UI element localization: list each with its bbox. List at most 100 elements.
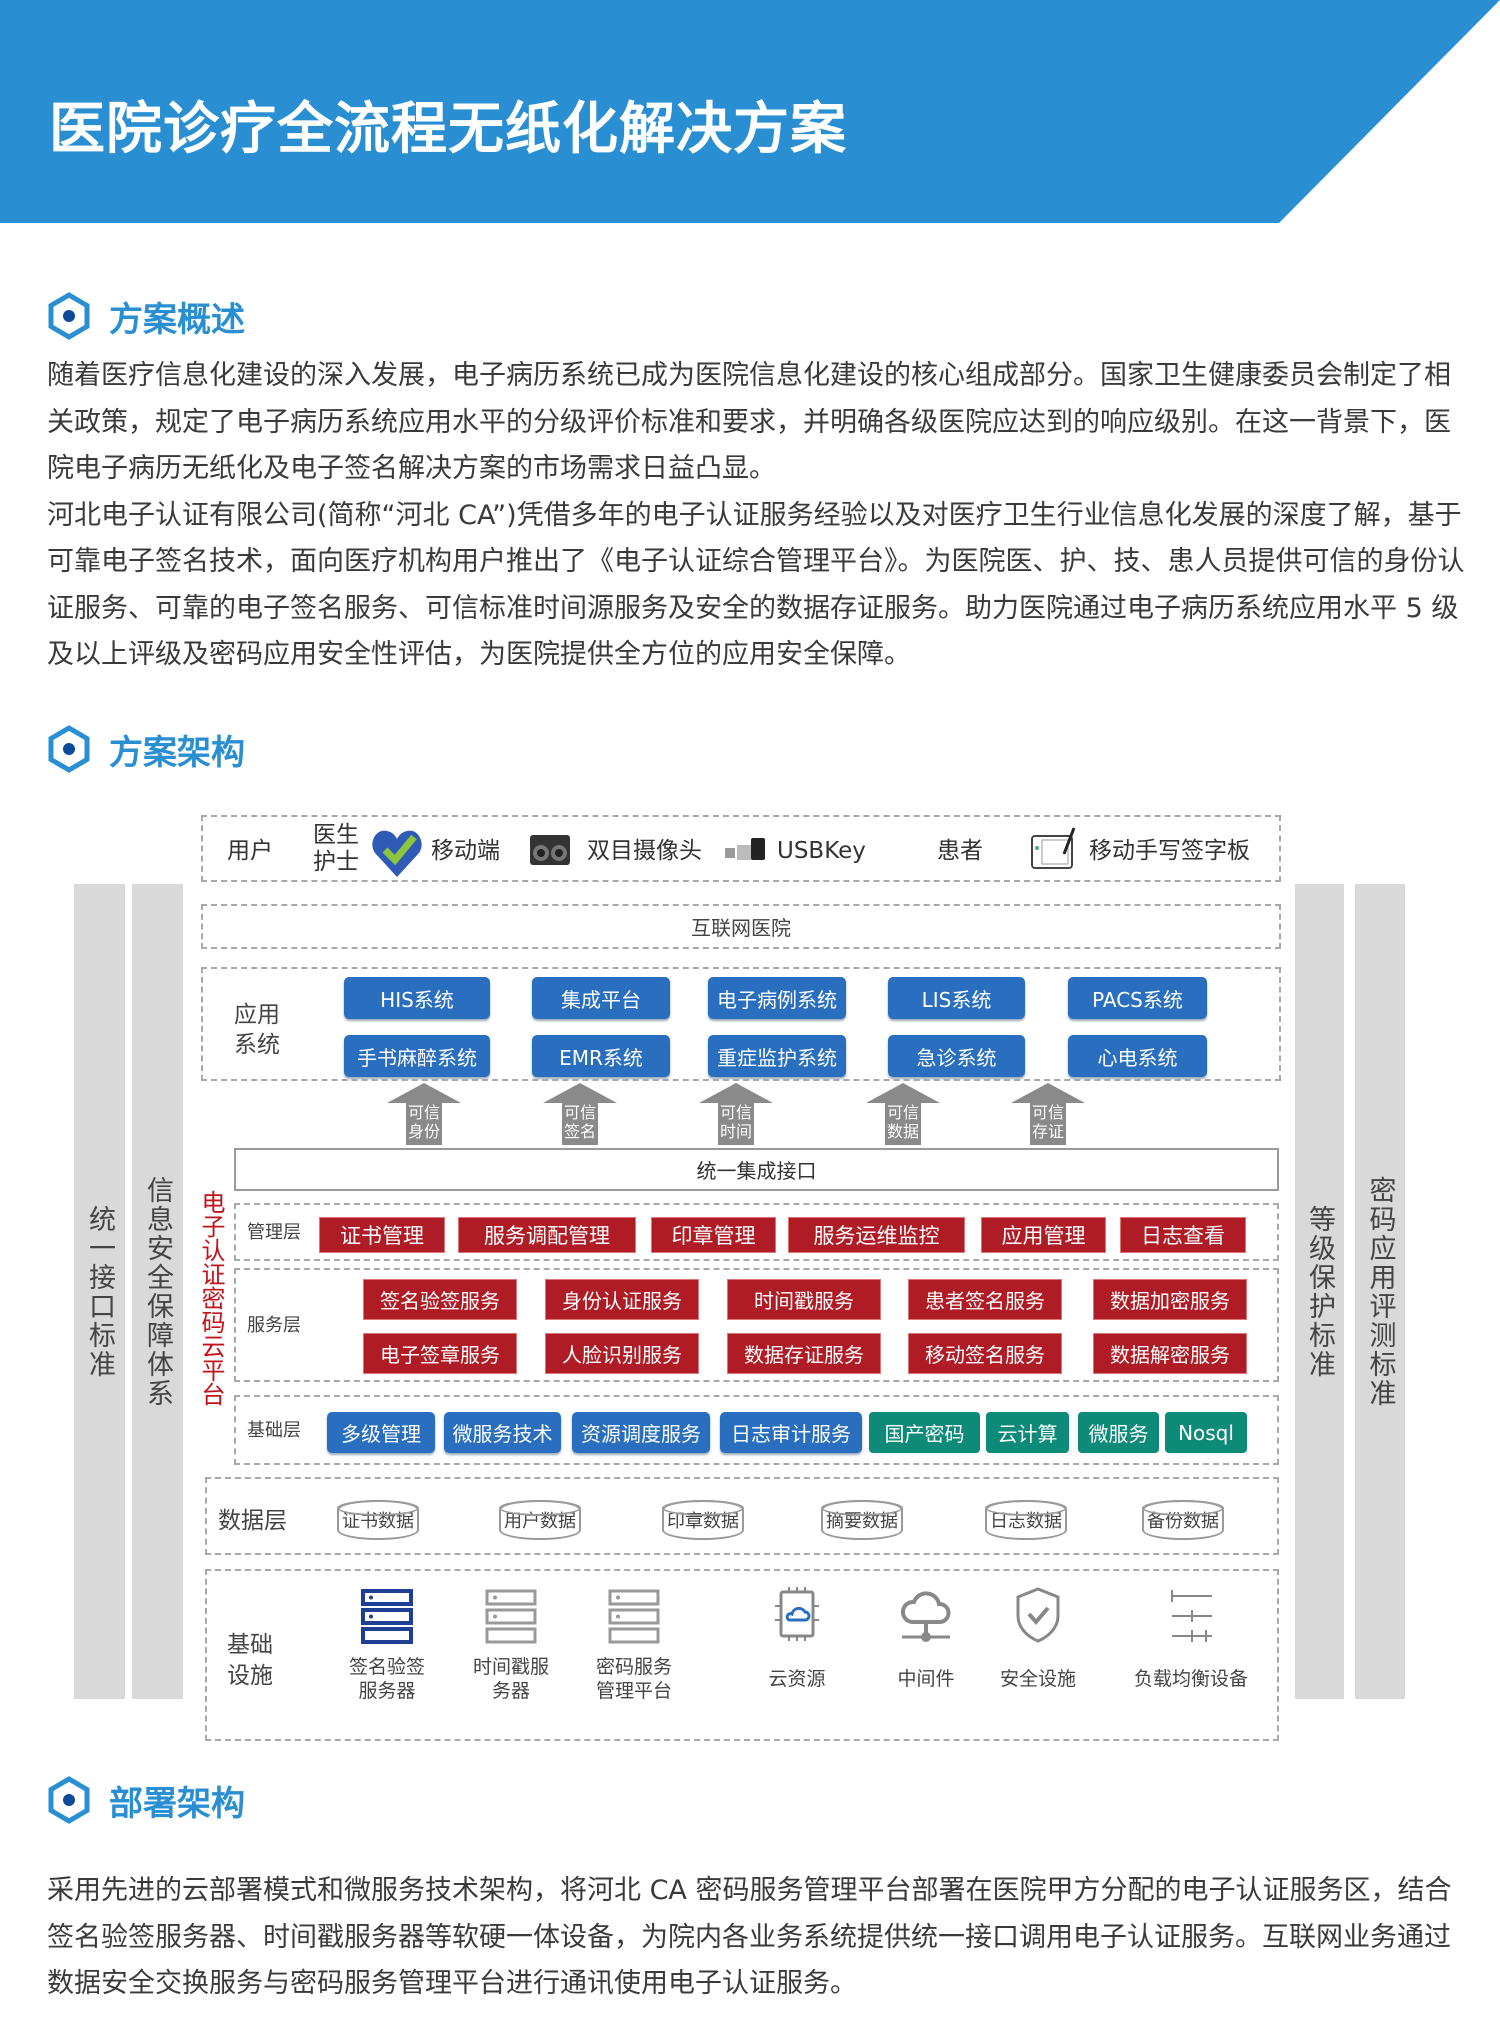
up-arrow-icon: 可信身份 xyxy=(387,1083,461,1145)
up-arrow-icon: 可信存证 xyxy=(1011,1083,1085,1145)
service-box: 电子签章服务 xyxy=(363,1333,517,1374)
base-layer xyxy=(234,1395,1279,1465)
management-layer-label: 管理层 xyxy=(247,1222,301,1243)
base-box: 多级管理 xyxy=(327,1412,435,1453)
app-system-box: EMR系统 xyxy=(532,1035,670,1077)
infrastructure-item: 安全设施 xyxy=(968,1586,1108,1690)
data-layer-label: 数据层 xyxy=(218,1508,287,1534)
deployment-text: 采用先进的云部署模式和微服务技术架构，将河北 CA 密码服务管理平台部署在医院甲… xyxy=(47,1875,1452,1999)
base-box: 国产密码 xyxy=(869,1412,980,1453)
database-cylinder: 印章数据 xyxy=(662,1500,744,1540)
infrastructure-label: 签名验签服务器 xyxy=(348,1656,425,1702)
side-bar-protection-standard: 等级保护标准 xyxy=(1295,884,1344,1699)
doctor-label: 医生护士 xyxy=(313,822,359,875)
app-system-box: PACS系统 xyxy=(1068,977,1207,1019)
platform-label: 电子认证密码云平台 xyxy=(197,1190,225,1406)
section-heading-deployment: 部署架构 xyxy=(47,1775,245,1825)
infrastructure-item: 中间件 xyxy=(856,1586,996,1690)
service-box: 数据解密服务 xyxy=(1093,1333,1247,1374)
service-box: 数据存证服务 xyxy=(727,1333,881,1374)
unified-interface-bar: 统一集成接口 xyxy=(234,1148,1279,1191)
up-arrow-icon: 可信签名 xyxy=(543,1083,617,1145)
load-balancer-icon xyxy=(1121,1586,1261,1642)
arrow-label: 可信存证 xyxy=(1030,1103,1066,1145)
up-arrow-icon: 可信数据 xyxy=(866,1083,940,1145)
side-bar-security-system: 信息安全保障体系 xyxy=(132,884,183,1699)
page-title: 医院诊疗全流程无纸化解决方案 xyxy=(49,97,847,162)
shield-icon xyxy=(968,1586,1108,1644)
base-box: 微服务技术 xyxy=(444,1412,561,1453)
app-system-box: 手书麻醉系统 xyxy=(344,1035,490,1077)
database-cylinder: 备份数据 xyxy=(1142,1500,1224,1540)
base-box: 微服务 xyxy=(1078,1412,1159,1453)
arrow-label: 可信时间 xyxy=(718,1103,754,1145)
overview-text: 随着医疗信息化建设的深入发展，电子病历系统已成为医院信息化建设的核心组成部分。国… xyxy=(47,360,1465,670)
infrastructure-item: 时间戳服务器 xyxy=(441,1588,581,1702)
side-bar-interface-standard: 统一接口标准 xyxy=(74,884,125,1699)
service-layer xyxy=(234,1268,1279,1382)
management-box: 应用管理 xyxy=(981,1217,1106,1253)
service-box: 时间戳服务 xyxy=(727,1279,881,1320)
section-heading-overview: 方案概述 xyxy=(47,291,245,341)
database-cylinder: 用户数据 xyxy=(499,1500,581,1540)
camera-icon xyxy=(530,835,570,865)
hexagon-icon xyxy=(48,725,90,773)
service-box: 患者签名服务 xyxy=(908,1279,1062,1320)
header-banner xyxy=(0,0,1500,223)
section-heading-architecture: 方案架构 xyxy=(47,724,245,774)
management-box: 印章管理 xyxy=(651,1217,776,1253)
users-label: 用户 xyxy=(227,838,273,864)
service-layer-label: 服务层 xyxy=(247,1315,301,1336)
usbkey-icon xyxy=(725,838,765,860)
service-box: 移动签名服务 xyxy=(908,1333,1062,1374)
service-box: 身份认证服务 xyxy=(545,1279,699,1320)
patient-label: 患者 xyxy=(937,838,983,864)
infrastructure-layer xyxy=(205,1569,1279,1741)
cloud-chip-icon xyxy=(727,1586,867,1642)
management-box: 服务调配管理 xyxy=(458,1217,636,1253)
infrastructure-label: 负载均衡设备 xyxy=(1133,1668,1248,1690)
service-box: 人脸识别服务 xyxy=(545,1333,699,1374)
server-icon xyxy=(564,1588,704,1644)
app-system-box: HIS系统 xyxy=(344,977,490,1019)
mobile-heart-icon xyxy=(372,830,422,877)
service-box: 签名验签服务 xyxy=(363,1279,517,1320)
users-row xyxy=(201,815,1281,882)
data-layer xyxy=(205,1477,1279,1555)
up-arrow-icon: 可信时间 xyxy=(699,1083,773,1145)
service-box: 数据加密服务 xyxy=(1093,1279,1247,1320)
cloud-network-icon xyxy=(856,1586,996,1646)
management-box: 服务运维监控 xyxy=(788,1217,965,1253)
base-box: 资源调度服务 xyxy=(572,1412,710,1453)
infrastructure-label: 密码服务管理平台 xyxy=(595,1656,672,1702)
signature-pad-icon xyxy=(1031,827,1076,869)
database-cylinder: 证书数据 xyxy=(337,1500,419,1540)
app-system-box: 集成平台 xyxy=(532,977,670,1019)
hexagon-icon xyxy=(48,1776,90,1824)
app-system-box: 心电系统 xyxy=(1068,1035,1207,1077)
base-box: 云计算 xyxy=(986,1412,1069,1453)
server-icon xyxy=(441,1588,581,1644)
base-box: 日志审计服务 xyxy=(720,1412,862,1453)
management-box: 证书管理 xyxy=(319,1217,445,1253)
management-layer xyxy=(234,1203,1279,1261)
infrastructure-item: 密码服务管理平台 xyxy=(564,1588,704,1702)
app-system-box: 电子病例系统 xyxy=(708,977,846,1019)
arrow-label: 可信身份 xyxy=(406,1103,442,1145)
app-layer-label: 应用系统 xyxy=(234,1002,280,1058)
app-system-box: LIS系统 xyxy=(888,977,1025,1019)
internet-hospital-row: 互联网医院 xyxy=(201,904,1281,949)
arrow-label: 可信数据 xyxy=(885,1103,921,1145)
base-box: Nosql xyxy=(1165,1412,1247,1453)
infrastructure-item: 负载均衡设备 xyxy=(1121,1586,1261,1690)
app-system-box: 急诊系统 xyxy=(888,1035,1025,1077)
arrow-label: 可信签名 xyxy=(562,1103,598,1145)
app-system-box: 重症监护系统 xyxy=(708,1035,846,1077)
usbkey-label: USBKey xyxy=(777,838,866,864)
infrastructure-item: 签名验签服务器 xyxy=(317,1588,457,1702)
signature-pad-label: 移动手写签字板 xyxy=(1089,838,1250,864)
infrastructure-label: 云资源 xyxy=(768,1668,826,1690)
base-layer-label: 基础层 xyxy=(247,1420,301,1441)
application-layer xyxy=(201,967,1281,1081)
side-bar-crypto-evaluation: 密码应用评测标准 xyxy=(1355,884,1405,1699)
